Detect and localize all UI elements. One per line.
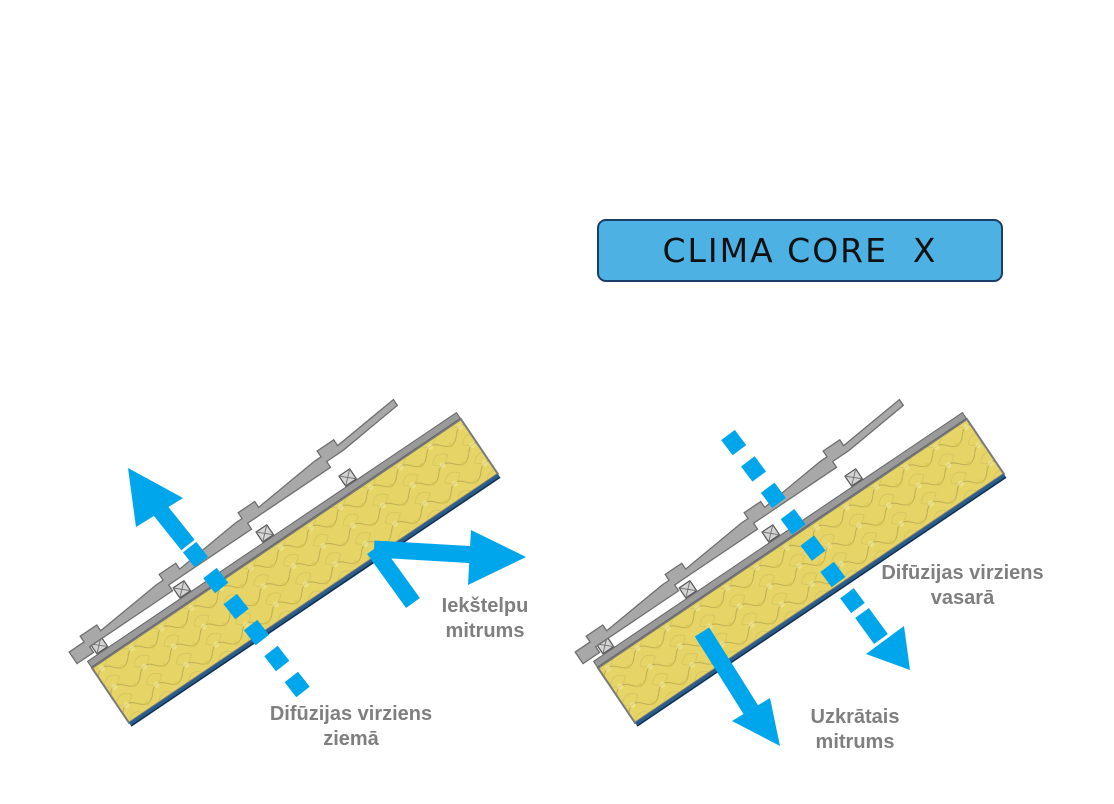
- label-diffusion-winter: Difūzijas virziens ziemā: [269, 703, 433, 750]
- label-stored-moisture: Uzkrātais mitrums: [810, 706, 900, 753]
- label-diffusion-summer: Difūzijas virziens vasarā: [881, 562, 1044, 609]
- arrow-indoor-moisture: [367, 530, 526, 608]
- product-title-box: CLIMA CORE X: [597, 219, 1003, 282]
- label-indoor-moisture: Iekštelpu mitrums: [441, 595, 529, 642]
- roof-section-summer: [558, 373, 1008, 733]
- product-title: CLIMA CORE X: [662, 231, 938, 270]
- arrow-stored-moisture: [694, 627, 780, 746]
- arrow-diffusion-winter: [128, 468, 310, 698]
- arrow-diffusion-summer: [721, 429, 910, 670]
